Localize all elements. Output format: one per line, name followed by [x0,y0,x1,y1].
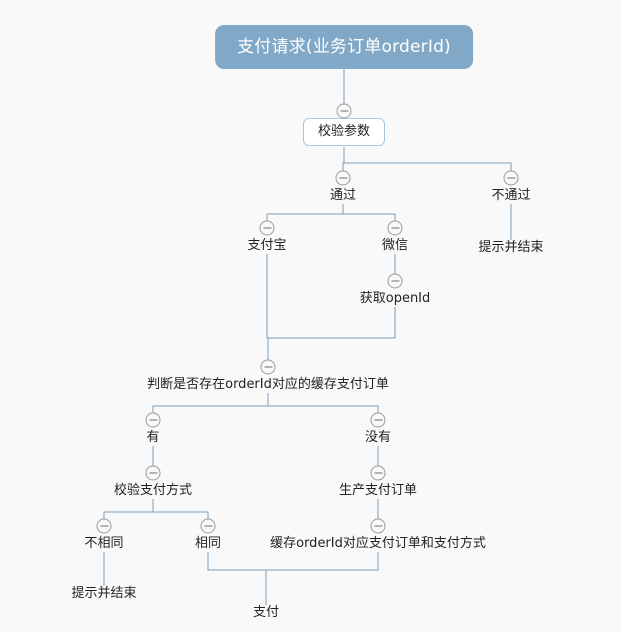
edge-cache_order-to-pay [265,552,379,605]
edge-check_cache-to-has [152,393,269,413]
edge-check_paytype-to-differ [103,499,154,519]
edge-pass-to-alipay [266,204,344,221]
collapse-minus-circle-icon-pass[interactable] [335,170,351,186]
collapse-minus-circle-icon-alipay[interactable] [259,220,275,236]
edge-check_paytype-to-same [152,499,209,519]
collapse-minus-circle-icon-wechat[interactable] [387,220,403,236]
collapse-minus-circle-icon-cache_order[interactable] [370,518,386,534]
collapse-minus-circle-icon-gen_order[interactable] [370,465,386,481]
node-pay[interactable]: 支付 [252,605,280,620]
node-wechat[interactable]: 微信 [381,238,409,253]
node-has[interactable]: 有 [146,430,160,445]
node-validate[interactable]: 校验参数 [302,118,386,146]
node-pass[interactable]: 通过 [329,188,357,203]
node-differ_end[interactable]: 提示并结束 [71,586,137,601]
node-none[interactable]: 没有 [364,430,392,445]
collapse-minus-circle-icon-openid[interactable] [387,273,403,289]
collapse-minus-circle-icon-differ[interactable] [96,518,112,534]
node-differ[interactable]: 不相同 [84,536,124,551]
edge-same-to-pay [207,552,267,605]
collapse-minus-circle-icon-check_cache[interactable] [260,359,276,375]
node-same[interactable]: 相同 [194,536,222,551]
collapse-minus-circle-icon-none[interactable] [370,412,386,428]
node-check_cache[interactable]: 判断是否存在orderId对应的缓存支付订单 [147,377,389,392]
edge-pass-to-wechat [342,204,396,221]
node-check_paytype[interactable]: 校验支付方式 [113,483,193,498]
collapse-minus-circle-icon-has[interactable] [145,412,161,428]
node-fail_end[interactable]: 提示并结束 [478,240,544,255]
node-fail[interactable]: 不通过 [491,188,531,203]
node-alipay[interactable]: 支付宝 [247,238,287,253]
collapse-minus-circle-icon-check_paytype[interactable] [145,465,161,481]
collapse-minus-circle-icon-validate[interactable] [336,103,352,119]
node-openid[interactable]: 获取openId [359,291,431,306]
edge-alipay-to-check_cache [266,254,269,360]
collapse-minus-circle-icon-fail[interactable] [503,170,519,186]
collapse-minus-circle-icon-same[interactable] [200,518,216,534]
edge-check_cache-to-none [267,393,379,413]
edge-openid-to-check_cache [267,307,396,360]
edge-validate-to-pass [342,147,345,171]
node-gen_order[interactable]: 生产支付订单 [338,483,418,498]
node-root[interactable]: 支付请求(业务订单orderId) [215,25,473,69]
node-cache_order[interactable]: 缓存orderId对应支付订单和支付方式 [270,536,486,551]
edge-validate-to-fail [343,147,512,171]
